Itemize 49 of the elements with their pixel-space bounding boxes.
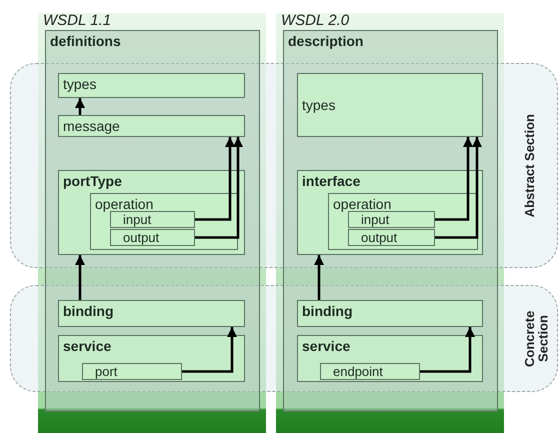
element-box xyxy=(90,193,238,250)
box-label: operation xyxy=(94,195,154,214)
column-heading: WSDL 1.1 xyxy=(43,12,112,29)
box-label: types xyxy=(62,75,98,94)
element-box xyxy=(297,335,483,382)
box-label: description xyxy=(287,32,364,51)
box-label: service xyxy=(62,337,112,356)
element-box xyxy=(297,73,483,137)
element-box xyxy=(110,211,195,228)
element-box xyxy=(297,300,483,327)
box-label: binding xyxy=(62,302,115,321)
arrow xyxy=(182,327,237,373)
box-label: types xyxy=(301,96,336,115)
element-box xyxy=(328,193,478,250)
arrow xyxy=(195,137,235,221)
box-label: output xyxy=(360,230,398,245)
element-box xyxy=(82,363,182,380)
box-label: input xyxy=(360,212,390,227)
element-box xyxy=(58,170,245,255)
arrow xyxy=(75,98,85,115)
box-label: endpoint xyxy=(332,364,383,379)
element-box xyxy=(58,73,245,98)
column-heading: WSDL 2.0 xyxy=(281,12,350,29)
box-label: output xyxy=(122,230,160,245)
element-box xyxy=(348,229,435,246)
section-label: Abstract Section xyxy=(523,114,538,218)
section-label: Concrete Section xyxy=(523,309,552,369)
arrow xyxy=(195,137,243,239)
box-label: operation xyxy=(332,195,392,214)
box-label: definitions xyxy=(49,32,122,51)
box-label: binding xyxy=(301,302,354,321)
box-label: input xyxy=(122,212,152,227)
arrow xyxy=(75,255,85,300)
arrow xyxy=(420,327,475,373)
element-box xyxy=(58,115,245,137)
element-box xyxy=(58,335,245,382)
element-box xyxy=(58,300,245,327)
element-box xyxy=(348,211,435,228)
box-label: interface xyxy=(301,172,362,191)
box-label: port xyxy=(94,364,118,379)
box-label: service xyxy=(301,337,352,356)
element-box xyxy=(320,363,420,380)
arrow xyxy=(314,255,324,300)
arrow xyxy=(435,137,473,221)
box-label: message xyxy=(62,117,121,136)
element-box xyxy=(110,229,195,246)
arrow xyxy=(435,137,482,239)
box-label: portType xyxy=(62,172,123,191)
element-box xyxy=(297,170,483,255)
